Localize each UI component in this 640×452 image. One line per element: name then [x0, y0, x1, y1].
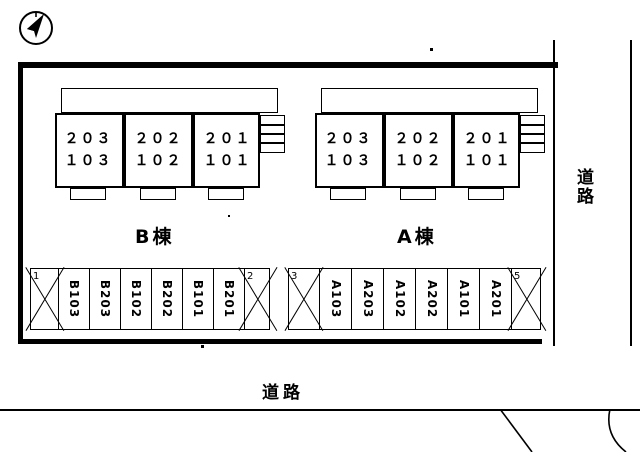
- parking-slot-marker-2: 2: [245, 269, 271, 329]
- parking-slot-a202: A202: [416, 269, 448, 329]
- unit-b-201-101: ２０１ １０１: [193, 113, 260, 188]
- unit-lower-label: １０３: [64, 152, 113, 169]
- road-boundary-right-line: [630, 40, 632, 346]
- unit-b-203-103: ２０３ １０３: [55, 113, 124, 188]
- parking-slot-b103: B103: [59, 269, 90, 329]
- parking-slot-b201: B201: [214, 269, 245, 329]
- building-b-label: B棟: [135, 226, 175, 248]
- parking-slot-label: A201: [488, 279, 503, 319]
- parking-area-right: 3 A103 A203 A102 A202 A101 A201 5: [288, 268, 541, 330]
- building-b: ２０３ １０３ ２０２ １０２ ２０１ １０１: [55, 88, 285, 208]
- site-boundary-top: [18, 62, 558, 68]
- building-a-label: A棟: [397, 226, 437, 248]
- unit-lower-label: １０２: [394, 152, 443, 169]
- parking-marker-number: 3: [291, 271, 298, 282]
- parking-marker-number: 2: [247, 271, 254, 282]
- building-a-porch-1: [330, 188, 366, 200]
- parking-slot-a101: A101: [448, 269, 480, 329]
- unit-lower-label: １０１: [203, 152, 252, 169]
- parking-marker-number: 1: [33, 271, 40, 282]
- parking-slot-label: A202: [424, 279, 439, 319]
- building-a-body: [315, 113, 520, 188]
- parking-slot-marker-5: 5: [512, 269, 542, 329]
- building-a-porch-2: [400, 188, 436, 200]
- parking-slot-b202: B202: [152, 269, 183, 329]
- unit-lower-label: １０３: [324, 152, 373, 169]
- scan-speck: [228, 215, 230, 217]
- unit-upper-label: ２０３: [324, 130, 373, 147]
- building-b-porch-1: [70, 188, 106, 200]
- building-b-roof: [61, 88, 278, 113]
- parking-area-left: 1 B103 B203 B102 B202 B101 B201 2: [30, 268, 270, 330]
- parking-slot-label: A203: [360, 279, 375, 319]
- scan-speck: [430, 48, 433, 51]
- parking-slot-label: A101: [456, 279, 471, 319]
- building-a-porch-3: [468, 188, 504, 200]
- building-a: ２０３ １０３ ２０２ １０２ ２０１ １０１: [315, 88, 545, 208]
- unit-a-203-103: ２０３ １０３: [315, 113, 384, 188]
- bottom-road-curves: [499, 409, 627, 452]
- unit-upper-label: ２０１: [203, 130, 252, 147]
- unit-upper-label: ２０２: [394, 130, 443, 147]
- parking-marker-number: 5: [514, 271, 521, 282]
- site-boundary-left: [18, 62, 23, 344]
- parking-slot-label: B203: [98, 279, 112, 319]
- parking-slot-a103: A103: [320, 269, 352, 329]
- unit-a-201-101: ２０１ １０１: [453, 113, 520, 188]
- building-a-stair-block: [520, 115, 545, 153]
- unit-upper-label: ２０１: [463, 130, 512, 147]
- parking-slot-b102: B102: [121, 269, 152, 329]
- parking-slot-a102: A102: [384, 269, 416, 329]
- north-arrow-compass: [14, 6, 58, 50]
- parking-slot-a201: A201: [480, 269, 512, 329]
- unit-lower-label: １０２: [134, 152, 183, 169]
- parking-slot-label: B102: [129, 279, 143, 319]
- site-boundary-bottom: [18, 339, 542, 344]
- parking-slot-label: B101: [191, 279, 205, 319]
- parking-slot-marker-3: 3: [289, 269, 320, 329]
- parking-slot-marker-1: 1: [31, 269, 59, 329]
- bottom-divider-line: [0, 409, 640, 411]
- scan-speck: [201, 345, 204, 348]
- unit-upper-label: ２０３: [64, 130, 113, 147]
- parking-slot-label: B202: [160, 279, 174, 319]
- building-a-roof: [321, 88, 538, 113]
- building-b-porch-2: [140, 188, 176, 200]
- parking-slot-label: B103: [67, 279, 81, 319]
- parking-slot-a203: A203: [352, 269, 384, 329]
- parking-slot-b203: B203: [90, 269, 121, 329]
- road-label-right: 道路: [573, 168, 593, 206]
- unit-b-202-102: ２０２ １０２: [124, 113, 193, 188]
- unit-lower-label: １０１: [463, 152, 512, 169]
- building-b-porch-3: [208, 188, 244, 200]
- road-boundary-left-line: [553, 40, 555, 346]
- unit-upper-label: ２０２: [134, 130, 183, 147]
- unit-a-202-102: ２０２ １０２: [384, 113, 453, 188]
- parking-slot-b101: B101: [183, 269, 214, 329]
- parking-slot-label: B201: [222, 279, 236, 319]
- parking-slot-label: A103: [328, 279, 343, 319]
- building-b-body: [55, 113, 260, 188]
- road-label-bottom: 道路: [262, 383, 304, 403]
- building-b-stair-block: [260, 115, 285, 153]
- parking-slot-label: A102: [392, 279, 407, 319]
